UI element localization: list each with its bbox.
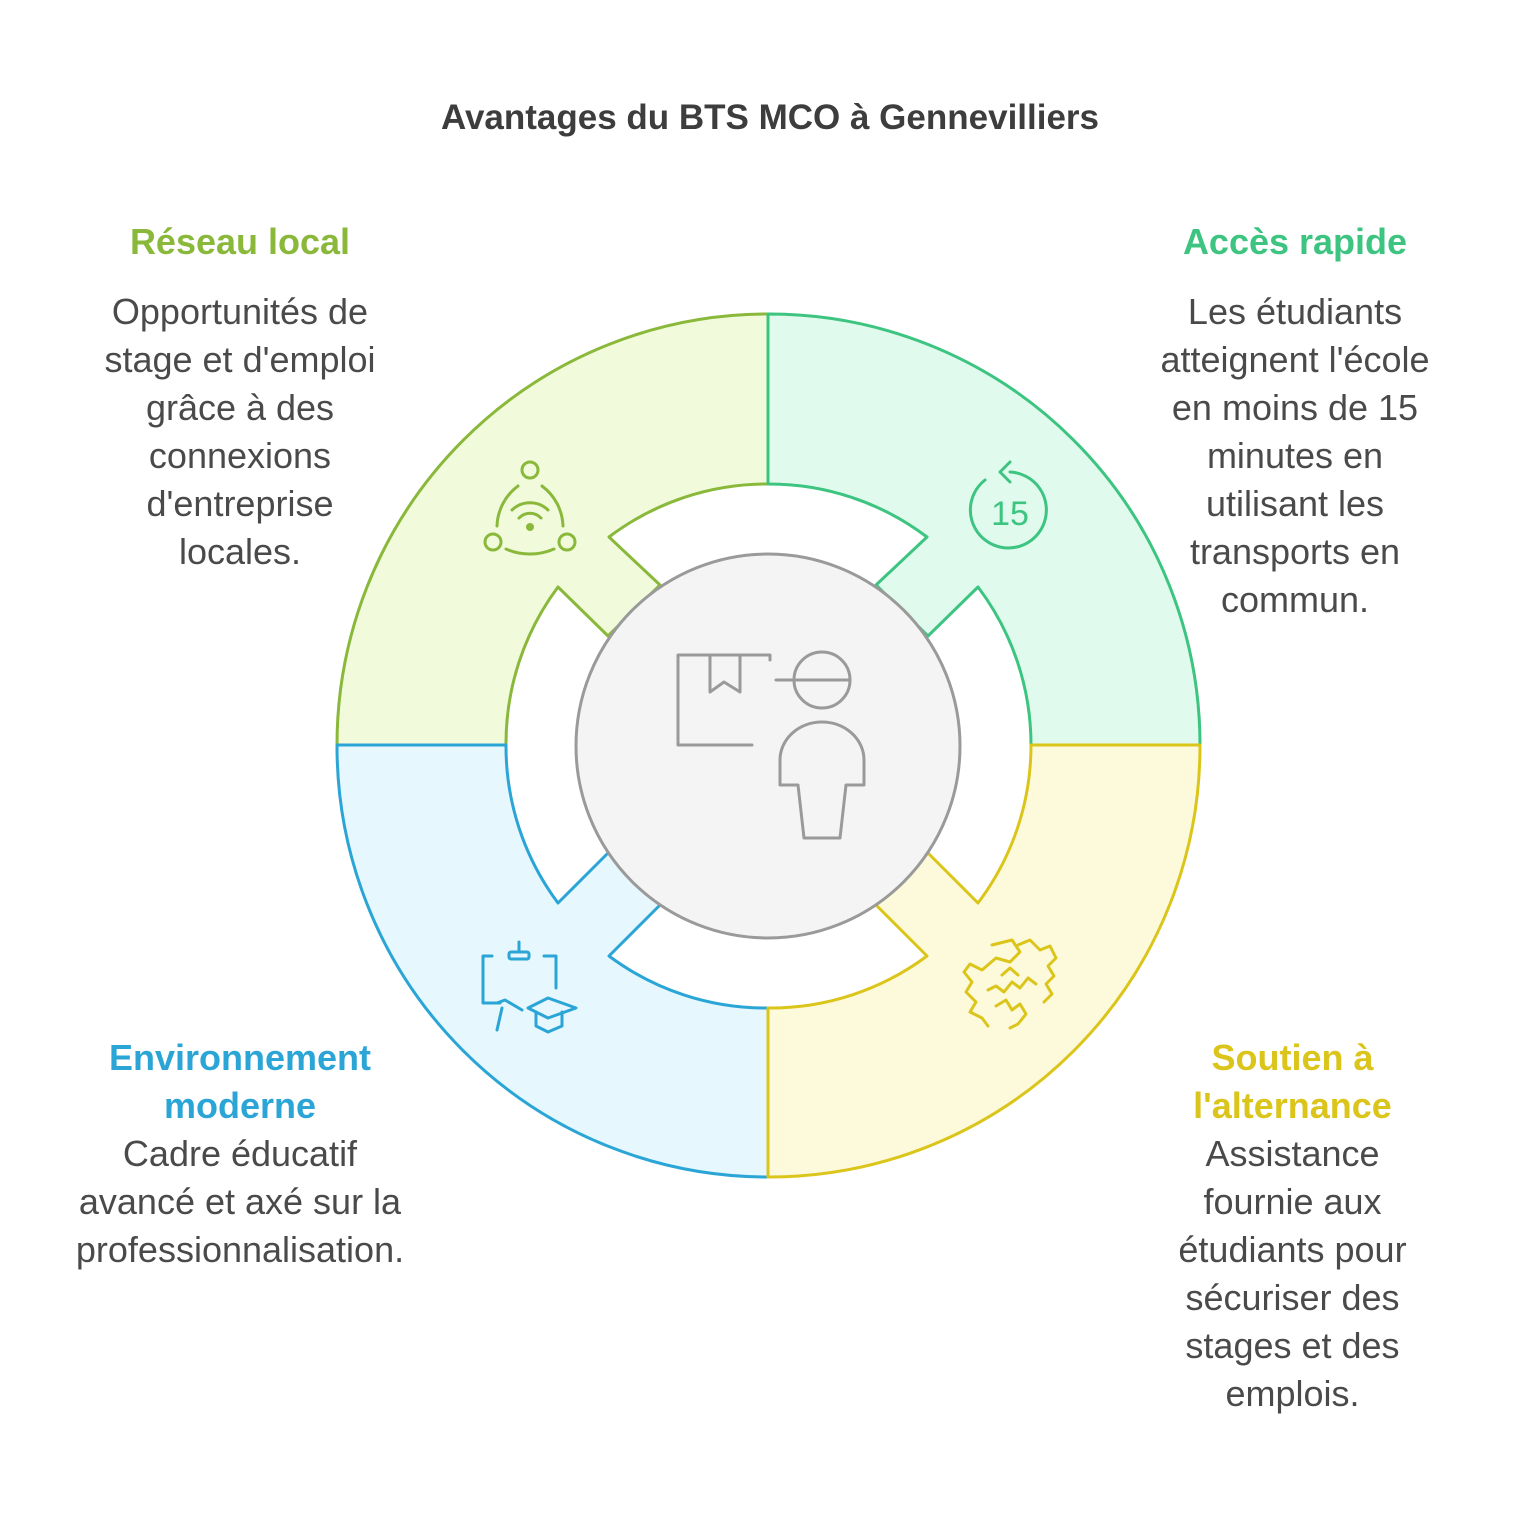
- timer-15-icon: 15: [968, 460, 1048, 550]
- network-icon: [483, 460, 577, 556]
- quadrant-reseau-local: [335, 312, 770, 747]
- diagram-title: Avantages du BTS MCO à Gennevilliers: [440, 98, 1100, 137]
- text-line: minutes en: [1206, 435, 1384, 476]
- text-soutien-alternance: Assistance fournie aux étudiants pour sé…: [1110, 1130, 1475, 1418]
- text-line: fournie aux: [1203, 1181, 1382, 1222]
- text-line: en moins de 15: [1171, 387, 1419, 428]
- text-line: transports en: [1189, 531, 1401, 572]
- heading-line: l'alternance: [1193, 1085, 1392, 1126]
- text-reseau-local: Opportunités de stage et d'emploi grâce …: [40, 288, 440, 576]
- heading-line: Environnement: [108, 1037, 372, 1078]
- text-line: Assistance: [1205, 1133, 1380, 1174]
- text-line: atteignent l'école: [1160, 339, 1430, 380]
- text-line: professionnalisation.: [75, 1229, 405, 1270]
- section-acces-rapide: Accès rapide Les étudiants atteignent l'…: [1100, 218, 1490, 624]
- text-line: locales.: [178, 531, 302, 572]
- classroom-graduation-icon: [481, 940, 578, 1034]
- text-line: étudiants pour: [1178, 1229, 1407, 1270]
- text-line: sécuriser des: [1185, 1277, 1400, 1318]
- text-line: stage et d'emploi: [104, 339, 376, 380]
- heading-line: Soutien à: [1211, 1037, 1374, 1078]
- text-line: Opportunités de: [111, 291, 369, 332]
- text-acces-rapide: Les étudiants atteignent l'école en moin…: [1100, 288, 1490, 624]
- quadrant-soutien-alternance: [766, 743, 1202, 1179]
- text-line: grâce à des: [145, 387, 335, 428]
- text-line: stages et des: [1185, 1325, 1400, 1366]
- text-line: emplois.: [1225, 1373, 1360, 1414]
- text-line: commun.: [1220, 579, 1370, 620]
- heading-reseau-local: Réseau local: [129, 221, 351, 262]
- heading-acces-rapide: Accès rapide: [1182, 221, 1408, 262]
- text-environnement-moderne: Cadre éducatif avancé et axé sur la prof…: [40, 1130, 440, 1274]
- handshake-icon: [962, 938, 1058, 1030]
- delivery-person-icon: [676, 650, 866, 840]
- section-environnement-moderne: Environnement moderne Cadre éducatif ava…: [40, 1034, 440, 1274]
- quadrant-acces-rapide: [766, 312, 1202, 747]
- text-line: Cadre éducatif: [122, 1133, 358, 1174]
- heading-environnement-moderne: Environnement moderne: [40, 1034, 440, 1130]
- text-line: avancé et axé sur la: [78, 1181, 402, 1222]
- center-circle: [574, 552, 962, 940]
- timer-15-text: 15: [991, 495, 1029, 533]
- section-soutien-alternance: Soutien à l'alternance Assistance fourni…: [1110, 1034, 1475, 1418]
- text-line: utilisant les: [1205, 483, 1385, 524]
- text-line: Les étudiants: [1187, 291, 1403, 332]
- quadrant-environnement-moderne: [335, 743, 770, 1179]
- text-line: d'entreprise: [146, 483, 334, 524]
- text-line: connexions: [148, 435, 332, 476]
- section-reseau-local: Réseau local Opportunités de stage et d'…: [40, 218, 440, 576]
- heading-soutien-alternance: Soutien à l'alternance: [1110, 1034, 1475, 1130]
- heading-line: moderne: [163, 1085, 317, 1126]
